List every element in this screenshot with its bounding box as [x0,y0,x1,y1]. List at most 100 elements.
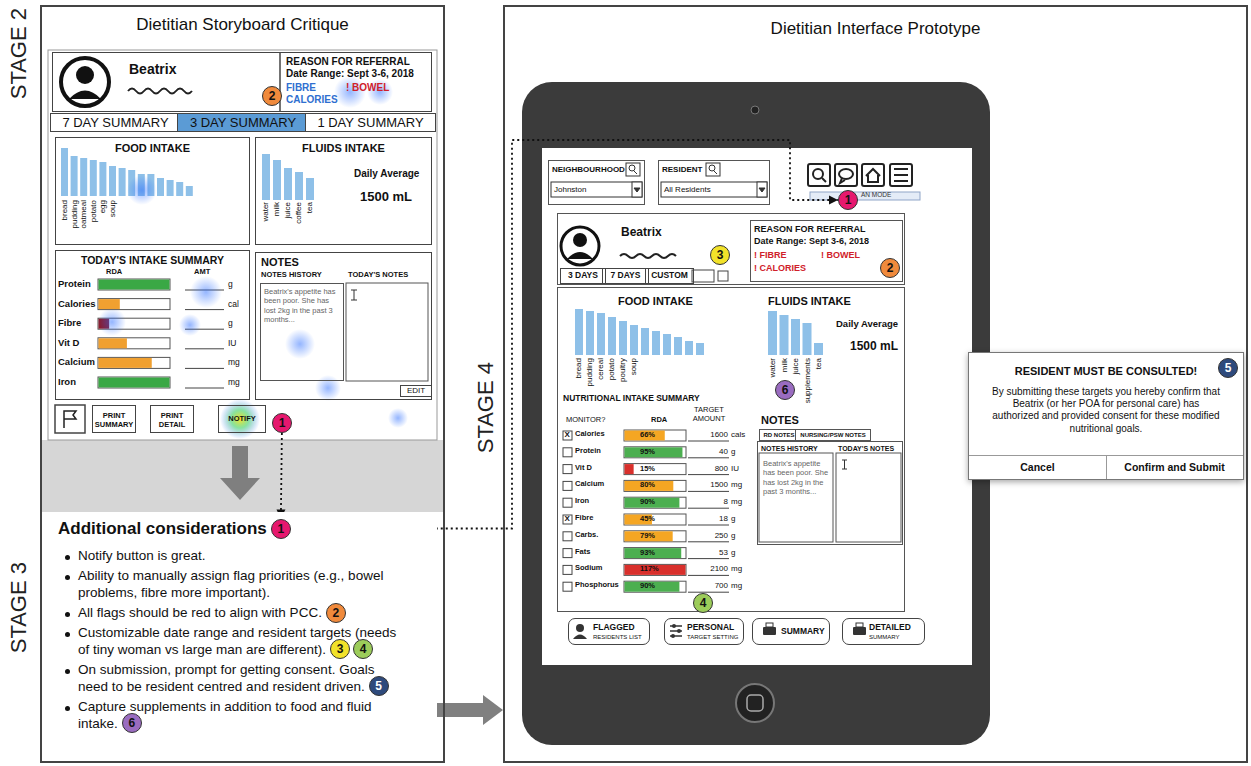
bar-label: potato [89,200,98,222]
node-text: NOTES [761,414,799,427]
bar [98,377,170,388]
bar [624,514,686,525]
scribble [620,254,676,258]
bar [80,158,87,196]
nutrient-name: Vit D [58,338,79,349]
bar [652,331,660,355]
node-text: Date Range: Sept 3-6, 2018 [754,236,869,246]
profile-header: BeatrixREASON FOR REFERRALDate Range: Se… [52,52,432,112]
node-text: EDIT [401,386,431,395]
cursor [842,460,847,469]
node-text: Additional considerations [58,519,267,539]
notes-history: Beatrix's appetite has been poor. She ha… [260,283,344,381]
notes-box [759,453,833,542]
node-text: FLAGGED [593,623,635,633]
bar [663,334,671,355]
unit-label: mg [228,358,240,368]
bar [624,464,686,475]
bar [625,481,674,491]
node-text: CALORIES [286,94,338,106]
bar [98,279,170,290]
nutrient-name: Protein [58,279,91,290]
bar [98,299,170,310]
node-text: ! FIBRE [754,250,787,260]
nutrient-name: Vit D [575,464,592,473]
connector [276,433,285,519]
bar [563,448,572,457]
bar [99,378,170,388]
tab: 1 DAY SUMMARY [305,113,436,132]
callout-number: 3 [330,639,350,659]
bar [186,186,193,196]
nutrient-name: Fibre [58,318,81,329]
callout-number: 6 [122,713,142,733]
heat-spot [315,375,341,401]
node-text: RDA [106,268,122,277]
bullet-dot [65,706,70,711]
bar-label: water [261,202,270,222]
bar-label: poultry [618,358,627,382]
nutrient-name: Calories [58,299,96,310]
callout-number: 4 [693,593,713,613]
avatar [561,227,599,265]
bar-label: tea [814,358,823,369]
unit-label: IU [731,464,739,473]
connector [437,695,503,725]
dotted-line [291,140,838,529]
callout-number: 2 [326,603,346,623]
bar [109,166,116,196]
heat-spot [179,314,201,336]
prototype-panel: Dietitian Interface PrototypeNEIGHBOURHO… [503,5,1248,763]
dotted-line [281,433,282,519]
node-text: Johnston [554,185,586,194]
node-text: Beatrix's appetite has been poor. She ha… [763,459,833,497]
bar [625,531,673,541]
target-value: 1500 [688,480,728,489]
bar-label: egg [98,200,107,213]
node-text: 1500 mL [850,340,898,354]
node-text: Beatrix [621,226,662,240]
calendar-icon [718,271,728,281]
unit-label: mg [731,480,742,489]
bar [624,497,686,508]
button: NOTIFY [218,405,266,433]
nutrient-name: Carbs. [575,531,598,540]
nutrient-name: Iron [58,377,76,388]
target-value: 1600 [688,430,728,439]
block-arrow [437,695,503,725]
flag-button [55,405,85,433]
node-text: Beatrix's appetite has been poor. She ha… [264,287,340,325]
underline [185,388,224,389]
profile-header: BeatrixREASON FOR REFERRALDate Range: Se… [557,213,905,285]
bar [641,328,649,355]
bar [563,431,572,440]
bar [273,160,281,200]
tab: 7 DAY SUMMARY [50,113,181,132]
underline [688,575,729,576]
stage-label: STAGE 3 [6,562,31,653]
node-text: FLUIDS INTAKE [256,142,431,155]
tab: 3 DAY SUMMARY [177,113,309,132]
node-text: 3 DAY SUMMARY [178,116,308,131]
node-text: MONITOR? [566,416,605,425]
bar [119,168,126,196]
bar [98,357,170,368]
unit-label: g [228,280,233,290]
percent-value: 90% [640,498,655,507]
callout-text: 6 [776,381,794,399]
bar [803,323,812,355]
mode-label: AN MODE [861,191,891,198]
node-text: ! BOWEL [346,82,389,94]
node-text: RDA [651,416,667,425]
bar-label: milk [780,358,789,372]
tablet-screen [542,148,972,665]
underline [688,474,729,475]
cursor [351,290,357,300]
node-text: PRINT DETAIL [151,411,193,429]
unit-label: mg [731,581,742,590]
callout-text: 5 [370,677,388,695]
bar [597,313,605,355]
unit-label: cal [228,300,239,310]
notes-panel: NOTESNOTES HISTORYTODAY'S NOTESBeatrix's… [255,252,432,400]
